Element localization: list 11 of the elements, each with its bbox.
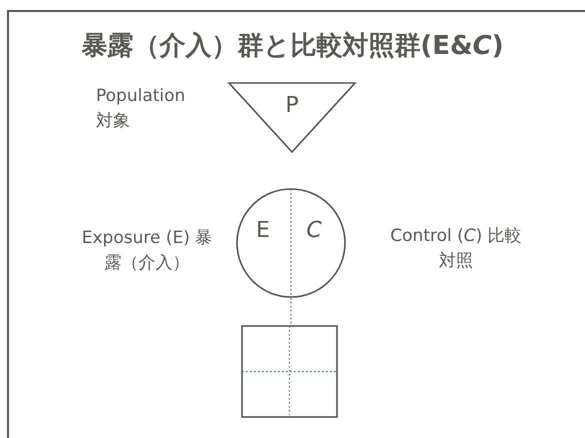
outcome-square	[241, 325, 338, 418]
node-caption: Exposure (E) 暴露（介入）	[80, 227, 214, 275]
title: 暴露（介入）群と比較対照群(E&C)	[80, 30, 505, 63]
node-letter: P	[285, 94, 299, 118]
dotted-line	[290, 298, 292, 325]
node-caption: Control (C) 比較対照	[389, 225, 523, 273]
group-circle	[236, 188, 346, 298]
population-triangle	[228, 82, 356, 153]
node-letter: E	[256, 219, 270, 243]
node-letter: C	[306, 219, 322, 243]
node-caption: Population 対象	[96, 85, 186, 133]
